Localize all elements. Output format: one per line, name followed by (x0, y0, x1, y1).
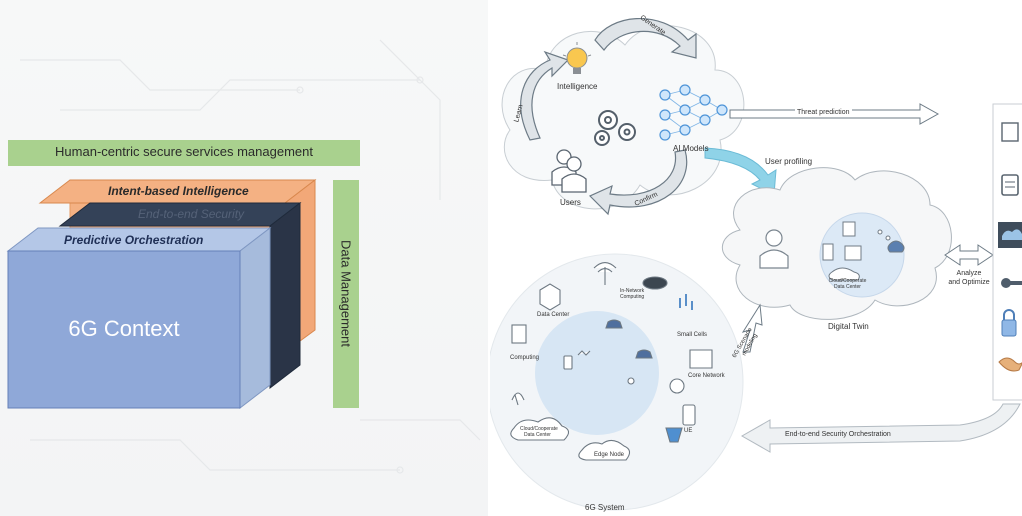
analyze-optimize-arrow (944, 244, 994, 266)
data-center-icon (539, 283, 561, 311)
services-management-label: Human-centric secure services management (55, 144, 313, 159)
tower-icon (511, 392, 525, 406)
twin-user-icon (759, 229, 789, 269)
twin-infrastructure-icons (822, 221, 905, 281)
scenario-modeling-arrow (741, 303, 763, 353)
security-tools-panel (992, 103, 1022, 401)
system-flow-panel: Intelligence AI Models Users Learn Gener… (490, 0, 1022, 516)
in-network-computing-label: Computing (620, 294, 645, 300)
intelligence-label: Intelligence (557, 82, 598, 91)
confirm-arrow (588, 149, 688, 216)
in-network-label: In-Network (620, 288, 645, 294)
computing-label: Computing (510, 355, 540, 361)
digital-twin-cloud (721, 167, 952, 320)
cloud-cooperate-label: Cloud/Cooperate (520, 426, 558, 432)
antenna-icon (593, 261, 617, 285)
system-title: 6G System (585, 503, 625, 512)
orchestration-layer-side (239, 226, 271, 410)
edge-node-label: Edge Node (594, 452, 625, 458)
analyze-label: Analyze (956, 270, 982, 277)
data-management-bar (333, 180, 359, 408)
threat-prediction-label: Threat prediction (795, 109, 852, 116)
drone-icon (577, 350, 591, 356)
edge-node-icon (578, 439, 631, 461)
handshake-icon (998, 357, 1022, 372)
users-icon (551, 149, 587, 193)
phone-icon (563, 355, 573, 370)
e2e-orchestration-arrow (740, 403, 1021, 453)
ue-phone-icon (682, 404, 696, 426)
system-icons (510, 261, 713, 461)
router-icon (642, 276, 668, 290)
security-layer-side (269, 201, 301, 390)
security-layer-label: End-to-end Security (138, 207, 245, 221)
vr-headset-icon (669, 378, 685, 394)
digital-twin-label: Digital Twin (828, 322, 869, 331)
data-management-label: Data Management (338, 240, 354, 347)
ue-tower-icon (665, 427, 683, 443)
architecture-panel: Human-centric secure services management… (0, 0, 488, 516)
computing-icon (511, 324, 527, 344)
document-icon (1001, 174, 1019, 196)
user-profiling-label: User profiling (765, 157, 813, 166)
services-management-bar (8, 140, 360, 166)
padlock-icon (1001, 319, 1017, 337)
intent-layer-label: Intent-based Intelligence (108, 184, 249, 198)
car-icon-2 (635, 349, 653, 359)
generate-arrow (594, 18, 697, 59)
architecture-graphic (6, 39, 481, 474)
robot-arm-icon (627, 377, 635, 385)
car-icon (605, 319, 623, 329)
orchestration-layer-label: Predictive Orchestration (64, 233, 204, 247)
system-circle (490, 253, 744, 511)
cloud-datacenter-label: Data Center (524, 432, 551, 438)
small-cells-label: Small Cells (677, 332, 708, 338)
small-cells-icon (679, 294, 693, 310)
checklist-icon (1001, 122, 1019, 142)
e2e-orchestration-label: End-to-end Security Orchestration (785, 431, 891, 438)
core-network-label: Core Network (688, 373, 725, 379)
gears-icon (594, 110, 636, 146)
context-cube-front (7, 250, 241, 409)
core-network-icon (689, 349, 713, 369)
neural-network-icon (659, 84, 728, 141)
ai-models-label: AI Models (673, 144, 709, 153)
key-icon (1001, 278, 1011, 288)
cloud-datacenter-icon (510, 417, 570, 441)
twin-cloud-datacenter-label: Cloud/Cooperate Data Center (828, 278, 867, 290)
users-label: Users (560, 198, 581, 207)
system-flow-graphic (490, 18, 1022, 511)
ue-label: UE (684, 428, 693, 434)
data-center-label: Data Center (537, 312, 570, 318)
context-cube-label: 6G Context (68, 316, 180, 341)
optimize-label: and Optimize (948, 279, 990, 286)
lightbulb-icon (562, 42, 592, 74)
circuit-background (20, 39, 481, 474)
